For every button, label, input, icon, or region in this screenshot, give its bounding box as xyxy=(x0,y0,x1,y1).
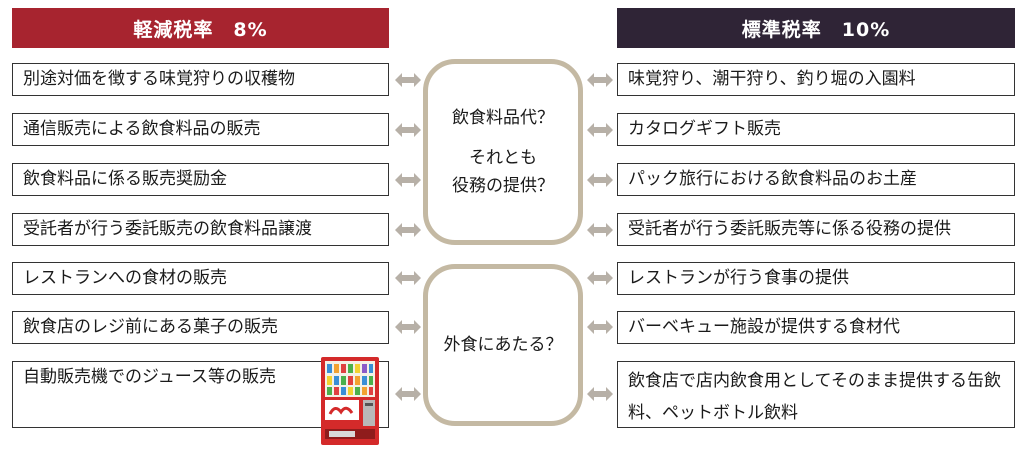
question-bubble-top: 飲食料品代？ それとも 役務の提供？ xyxy=(423,59,583,245)
double-arrow-icon xyxy=(395,320,421,334)
double-arrow-icon xyxy=(587,223,613,237)
double-arrow-icon xyxy=(395,223,421,237)
double-arrow-icon xyxy=(587,387,613,401)
question-dining-out: 外食にあたる？ xyxy=(443,335,563,355)
question-or: それとも xyxy=(469,148,537,168)
reduced-rate-header: 軽減税率 8% xyxy=(12,8,389,48)
right-item: 味覚狩り、潮干狩り、釣り堀の入園料 xyxy=(617,63,1015,96)
double-arrow-icon xyxy=(395,271,421,285)
left-item: 受託者が行う委託販売の飲食料品譲渡 xyxy=(12,213,389,246)
double-arrow-icon xyxy=(395,387,421,401)
question-food-cost: 飲食料品代？ xyxy=(452,108,554,128)
question-bubble-bottom: 外食にあたる？ xyxy=(423,264,583,426)
left-item: 飲食料品に係る販売奨励金 xyxy=(12,163,389,196)
double-arrow-icon xyxy=(587,271,613,285)
double-arrow-icon xyxy=(587,173,613,187)
right-item: 受託者が行う委託販売等に係る役務の提供 xyxy=(617,213,1015,246)
double-arrow-icon xyxy=(587,320,613,334)
right-item: バーベキュー施設が提供する食材代 xyxy=(617,311,1015,344)
double-arrow-icon xyxy=(395,123,421,137)
right-item: 飲食店で店内飲食用としてそのまま提供する缶飲料、ペットボトル飲料 xyxy=(617,361,1015,428)
double-arrow-icon xyxy=(587,73,613,87)
left-item: 別途対価を徴する味覚狩りの収穫物 xyxy=(12,63,389,96)
double-arrow-icon xyxy=(395,73,421,87)
vending-machine-icon xyxy=(321,357,379,445)
question-service: 役務の提供？ xyxy=(452,176,554,196)
standard-rate-header: 標準税率 10% xyxy=(617,8,1015,48)
double-arrow-icon xyxy=(587,123,613,137)
left-item: レストランへの食材の販売 xyxy=(12,262,389,295)
right-item: レストランが行う食事の提供 xyxy=(617,262,1015,295)
left-item: 通信販売による飲食料品の販売 xyxy=(12,113,389,146)
double-arrow-icon xyxy=(395,173,421,187)
right-item: カタログギフト販売 xyxy=(617,113,1015,146)
right-item: パック旅行における飲食料品のお土産 xyxy=(617,163,1015,196)
left-item: 飲食店のレジ前にある菓子の販売 xyxy=(12,311,389,344)
